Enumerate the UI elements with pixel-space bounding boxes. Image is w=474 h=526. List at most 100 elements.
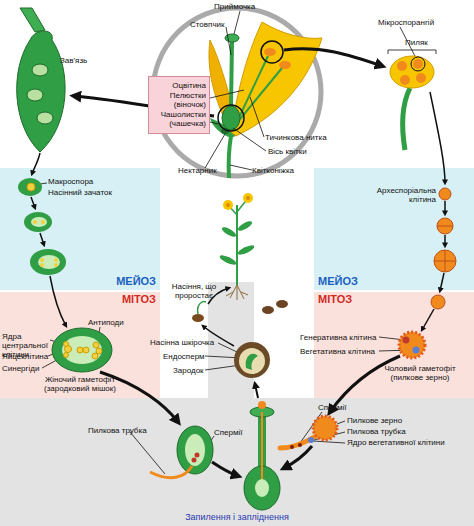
ovule bbox=[177, 426, 213, 474]
embryo-sac bbox=[185, 434, 205, 466]
ovary bbox=[222, 106, 240, 130]
flower-center bbox=[246, 196, 250, 200]
archesporial-cell bbox=[439, 188, 451, 200]
nucleus bbox=[41, 220, 45, 224]
filament bbox=[403, 88, 410, 150]
ovary-detail bbox=[17, 8, 65, 152]
microsporangium bbox=[416, 73, 426, 83]
tetrad bbox=[434, 250, 456, 272]
arrow bbox=[444, 235, 446, 246]
part-label: Ядро вегетативної клітини bbox=[347, 438, 445, 447]
part-label: Макроспора bbox=[48, 177, 93, 186]
roots bbox=[226, 285, 248, 300]
part-label: Зародок bbox=[173, 366, 204, 375]
megaspore bbox=[27, 183, 35, 191]
part-label: Яйцеклітина bbox=[2, 352, 48, 361]
polar-nucleus bbox=[83, 347, 89, 353]
part-label: Спермії bbox=[318, 403, 347, 412]
flower bbox=[209, 22, 322, 178]
anther bbox=[279, 61, 291, 69]
generative-cell bbox=[403, 337, 410, 344]
seed bbox=[276, 300, 288, 308]
part-label: Синергіди bbox=[2, 364, 39, 373]
leader-line bbox=[218, 343, 237, 352]
style bbox=[231, 42, 232, 106]
embryo bbox=[246, 354, 258, 370]
leader-line bbox=[210, 122, 218, 124]
anther bbox=[264, 48, 276, 56]
nucleus bbox=[33, 220, 37, 224]
part-label: Спермії bbox=[214, 428, 243, 437]
ovule bbox=[255, 479, 269, 497]
part-label: Нектарник bbox=[178, 166, 217, 175]
part-label: Чоловий гаметофіт (пилкове зерно) bbox=[374, 364, 466, 382]
nucleus bbox=[54, 263, 58, 267]
embryo-sac bbox=[31, 217, 47, 227]
microsporangium bbox=[397, 61, 407, 71]
part-label: Зав'язь bbox=[60, 56, 87, 65]
leaf bbox=[237, 219, 254, 232]
part-label: Пилкова трубка bbox=[347, 427, 406, 436]
pollen-grain bbox=[258, 401, 266, 409]
synergid bbox=[64, 342, 69, 347]
part-label: Археспоріальна клітина bbox=[368, 186, 436, 204]
part-label: Жіночий гаметофіт (зародковий мішок) bbox=[34, 375, 126, 393]
part-label: Вегетативна клітина bbox=[300, 347, 375, 356]
leaf bbox=[219, 253, 238, 266]
fertilization-band: Запилення і запліднення bbox=[0, 398, 474, 526]
ovule-stage bbox=[18, 178, 42, 196]
part-label: Насінна шкірочка bbox=[150, 338, 214, 347]
callout-circle bbox=[218, 105, 244, 131]
big-arrow bbox=[284, 49, 382, 66]
synergid bbox=[64, 353, 69, 358]
ovule bbox=[37, 112, 53, 124]
pedicel bbox=[229, 136, 231, 178]
part-label: Мікроспорангій bbox=[378, 18, 434, 27]
sperm bbox=[192, 458, 197, 463]
bracket bbox=[388, 50, 436, 54]
ovule bbox=[27, 89, 43, 101]
sperm bbox=[290, 445, 294, 449]
antipode bbox=[92, 353, 98, 359]
part-label: Генеративна клітина bbox=[300, 333, 376, 342]
part-label: Квітконіжка bbox=[252, 166, 294, 175]
microsporangium bbox=[413, 59, 423, 69]
microsporangium bbox=[400, 75, 410, 85]
part-label: Вісь квітки bbox=[268, 147, 307, 156]
perianth-label: Пелюстки (віночок) bbox=[152, 91, 206, 109]
cell-wall bbox=[445, 250, 446, 272]
mitosis-band: МІТОЗ bbox=[314, 292, 474, 398]
nucleus bbox=[40, 263, 44, 267]
flower-ring bbox=[153, 8, 321, 176]
callout-circle bbox=[411, 57, 425, 71]
callout-circle bbox=[261, 41, 283, 63]
seed bbox=[262, 306, 274, 314]
part-label: Пиляк bbox=[405, 38, 428, 47]
germinating-seed bbox=[192, 314, 204, 322]
ovule bbox=[52, 328, 112, 372]
ovary bbox=[17, 31, 65, 152]
style bbox=[20, 8, 45, 32]
anther bbox=[390, 56, 434, 88]
arrow bbox=[444, 201, 446, 214]
microspore bbox=[431, 295, 445, 309]
leader-line bbox=[205, 134, 225, 168]
stem bbox=[236, 205, 238, 285]
center-column bbox=[208, 282, 254, 400]
nucleus bbox=[54, 258, 58, 262]
leader-line bbox=[210, 90, 244, 98]
leader-line bbox=[234, 11, 240, 34]
band-title: Запилення і запліднення bbox=[185, 512, 289, 522]
phase-label: МЕЙОЗ bbox=[318, 275, 358, 287]
small-flower bbox=[243, 193, 253, 203]
endosperm bbox=[239, 348, 265, 374]
polar-nucleus bbox=[77, 347, 83, 353]
part-label: Тичинкова нитка bbox=[265, 133, 327, 142]
part-label: Пилкова трубка bbox=[88, 426, 147, 435]
perianth-box: ОцвітинаПелюстки (віночок)Чашолистки (ча… bbox=[148, 76, 210, 134]
part-label: Приймочка bbox=[214, 2, 255, 11]
phase-label: МІТОЗ bbox=[122, 293, 156, 305]
leaf bbox=[237, 243, 256, 256]
leader-line bbox=[250, 97, 264, 137]
